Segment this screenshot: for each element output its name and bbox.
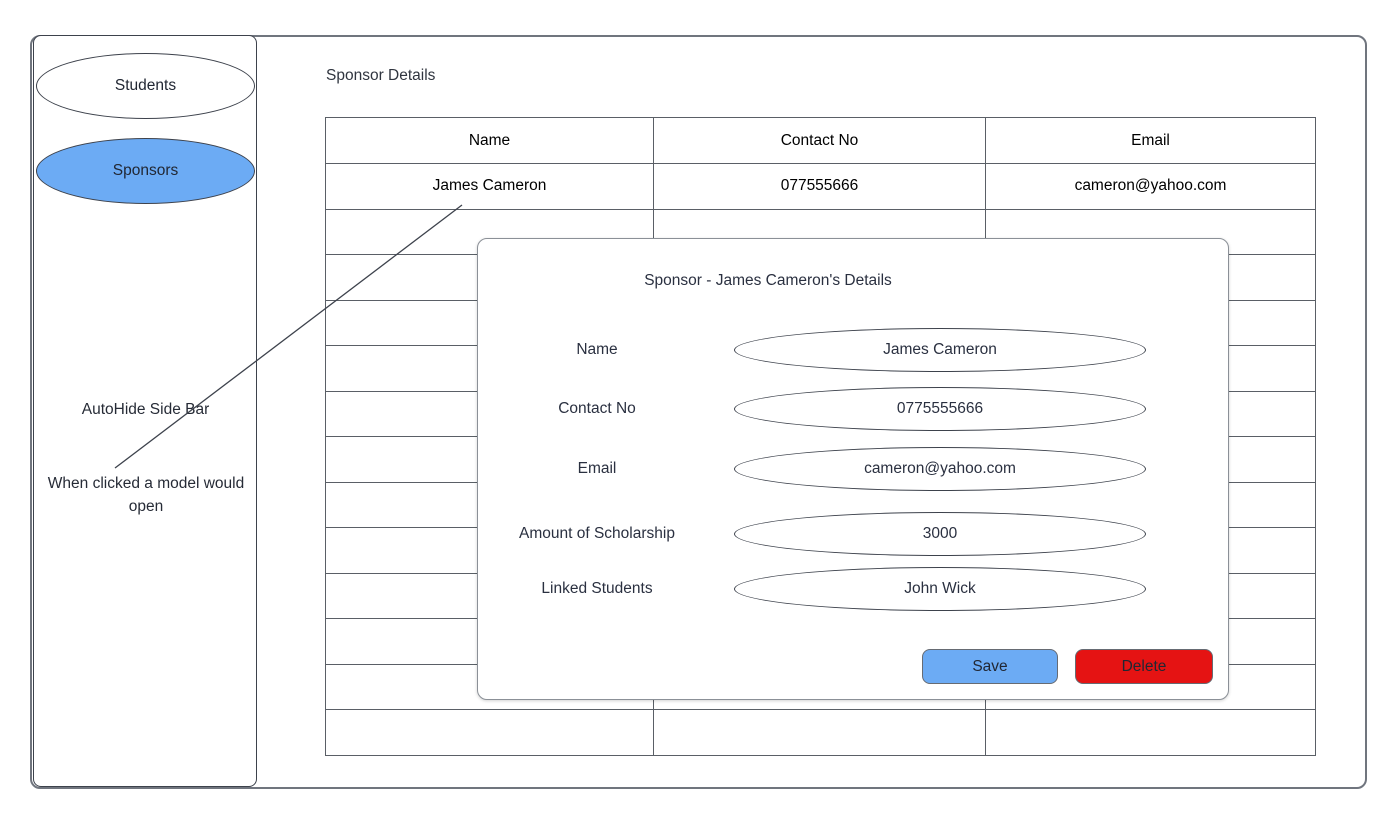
page-title: Sponsor Details	[326, 67, 436, 84]
table-cell-empty	[653, 709, 986, 756]
name-field[interactable]: James Cameron	[734, 328, 1146, 372]
sidebar-item-sponsors-label: Sponsors	[112, 162, 179, 179]
name-field-label: Name	[576, 341, 618, 358]
scholarship-field-label: Amount of Scholarship	[519, 525, 675, 542]
email-field-label: Email	[577, 460, 617, 477]
contact-field[interactable]: 0775555666	[734, 387, 1146, 431]
table-cell-empty	[985, 709, 1316, 756]
sidebar-item-students-label: Students	[114, 77, 177, 94]
modal-annotation-note: When clicked a model would open	[47, 475, 245, 515]
sidebar-item-sponsors[interactable]: Sponsors	[36, 138, 255, 204]
email-field[interactable]: cameron@yahoo.com	[734, 447, 1146, 491]
scholarship-field[interactable]: 3000	[734, 512, 1146, 556]
table-row-empty	[325, 709, 1316, 756]
column-header-name: Name	[325, 117, 654, 164]
column-header-contact: Contact No	[653, 117, 986, 164]
column-header-email: Email	[985, 117, 1316, 164]
field-row-scholarship: Amount of Scholarship 3000	[478, 512, 1230, 556]
cell-sponsor-name[interactable]: James Cameron	[325, 163, 654, 210]
sidebar-item-students[interactable]: Students	[36, 53, 255, 119]
sponsor-details-modal: Sponsor - James Cameron's Details Name J…	[477, 238, 1229, 700]
autohide-note: AutoHide Side Bar	[81, 401, 210, 418]
linked-students-field[interactable]: John Wick	[734, 567, 1146, 611]
save-button[interactable]: Save	[922, 649, 1058, 684]
field-row-email: Email cameron@yahoo.com	[478, 447, 1230, 491]
table-header-row: Name Contact No Email	[325, 117, 1316, 164]
table-cell-empty	[325, 709, 654, 756]
table-row-james-cameron[interactable]: James Cameron 077555666 cameron@yahoo.co…	[325, 163, 1316, 210]
modal-title: Sponsor - James Cameron's Details	[644, 272, 892, 289]
field-row-linked-students: Linked Students John Wick	[478, 567, 1230, 611]
field-row-contact: Contact No 0775555666	[478, 387, 1230, 431]
cell-sponsor-email[interactable]: cameron@yahoo.com	[985, 163, 1316, 210]
delete-button[interactable]: Delete	[1075, 649, 1213, 684]
cell-sponsor-contact[interactable]: 077555666	[653, 163, 986, 210]
contact-field-label: Contact No	[558, 400, 636, 417]
linked-students-field-label: Linked Students	[541, 580, 653, 597]
field-row-name: Name James Cameron	[478, 328, 1230, 372]
